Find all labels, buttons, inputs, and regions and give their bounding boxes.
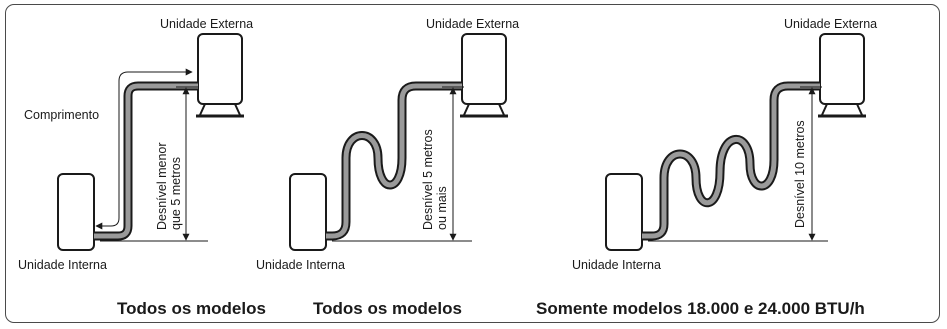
panel-caption-1: Todos os modelos <box>117 299 266 318</box>
outdoor-unit-1 <box>196 33 244 118</box>
indoor-unit-label-3: Unidade Interna <box>572 258 661 272</box>
indoor-unit-1 <box>57 173 95 251</box>
height-label-1-line-1: Desnível menor <box>155 142 169 230</box>
indoor-unit-3 <box>605 173 643 251</box>
outdoor-unit-label-3: Unidade Externa <box>784 17 877 31</box>
height-label-3: Desnível 10 metros <box>793 120 807 228</box>
height-dimension-3 <box>648 86 828 242</box>
height-dimension-1 <box>100 86 208 242</box>
refrigerant-pipe-2 <box>326 81 462 241</box>
diagram-frame <box>5 4 940 323</box>
outdoor-unit-2 <box>460 33 508 118</box>
length-arrow-1 <box>95 68 193 230</box>
panel-caption-3: Somente modelos 18.000 e 24.000 BTU/h <box>536 299 865 318</box>
height-label-1-line-2: que 5 metros <box>169 157 183 230</box>
height-label-2-line-1: Desnível 5 metros <box>421 129 435 230</box>
panel-2: Unidade Externa Unidade Interna Desnível… <box>256 17 519 318</box>
outdoor-unit-label-2: Unidade Externa <box>426 17 519 31</box>
height-label-2-line-2: ou mais <box>435 186 449 230</box>
refrigerant-pipe-3 <box>642 81 820 241</box>
indoor-unit-label-1: Unidade Interna <box>18 258 107 272</box>
panel-3: Unidade Externa Unidade Interna Desnível… <box>536 17 877 318</box>
indoor-unit-2 <box>289 173 327 251</box>
length-label-1: Comprimento <box>24 108 99 122</box>
outdoor-unit-label-1: Unidade Externa <box>160 17 253 31</box>
panel-1: Unidade Externa Comprimento Unidade Inte… <box>18 17 266 318</box>
height-dimension-2 <box>332 86 472 242</box>
outdoor-unit-3 <box>818 33 866 118</box>
panel-caption-2: Todos os modelos <box>313 299 462 318</box>
indoor-unit-label-2: Unidade Interna <box>256 258 345 272</box>
